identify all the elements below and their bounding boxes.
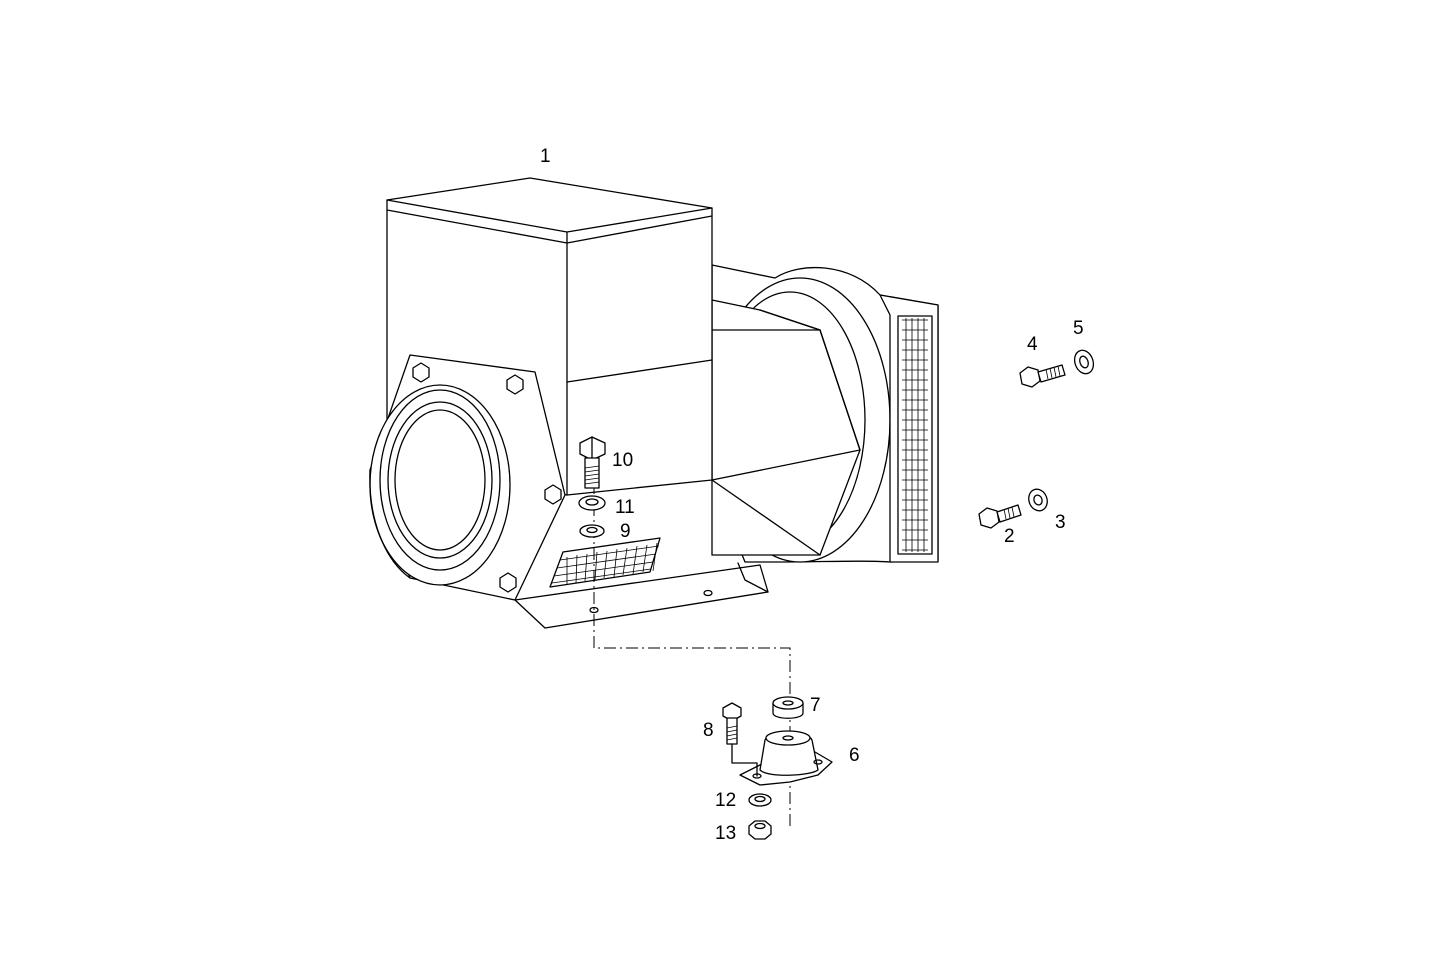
callout-2: 2 — [1004, 526, 1015, 547]
callout-9: 9 — [620, 521, 631, 542]
callout-8: 8 — [703, 720, 714, 741]
callout-10: 10 — [612, 450, 633, 471]
callout-3: 3 — [1055, 512, 1066, 533]
hex-bolt-icon — [978, 504, 1022, 529]
hex-nut-icon — [748, 820, 772, 840]
washer-icon — [578, 495, 606, 511]
callout-7: 7 — [810, 695, 821, 716]
hex-bolt-icon — [722, 702, 758, 777]
callout-12: 12 — [715, 790, 736, 811]
anti-vibration-mount — [739, 730, 833, 786]
mount-spacer-icon — [772, 696, 804, 719]
hex-bolt-icon — [1019, 364, 1066, 388]
callout-13: 13 — [715, 823, 736, 844]
callout-1: 1 — [540, 146, 551, 167]
washer-icon — [748, 793, 772, 807]
callout-11: 11 — [615, 497, 635, 518]
washer-icon — [1028, 488, 1048, 512]
assembly-centerline — [593, 438, 791, 830]
callout-4: 4 — [1027, 334, 1038, 355]
hex-bolt-icon — [579, 436, 606, 489]
alternator-housing — [369, 177, 939, 629]
callout-6: 6 — [849, 745, 860, 766]
callout-5: 5 — [1073, 318, 1084, 339]
washer-icon — [1073, 349, 1095, 375]
end-grille — [902, 318, 928, 552]
ventilation-grille — [549, 537, 661, 588]
washer-icon — [579, 524, 605, 538]
